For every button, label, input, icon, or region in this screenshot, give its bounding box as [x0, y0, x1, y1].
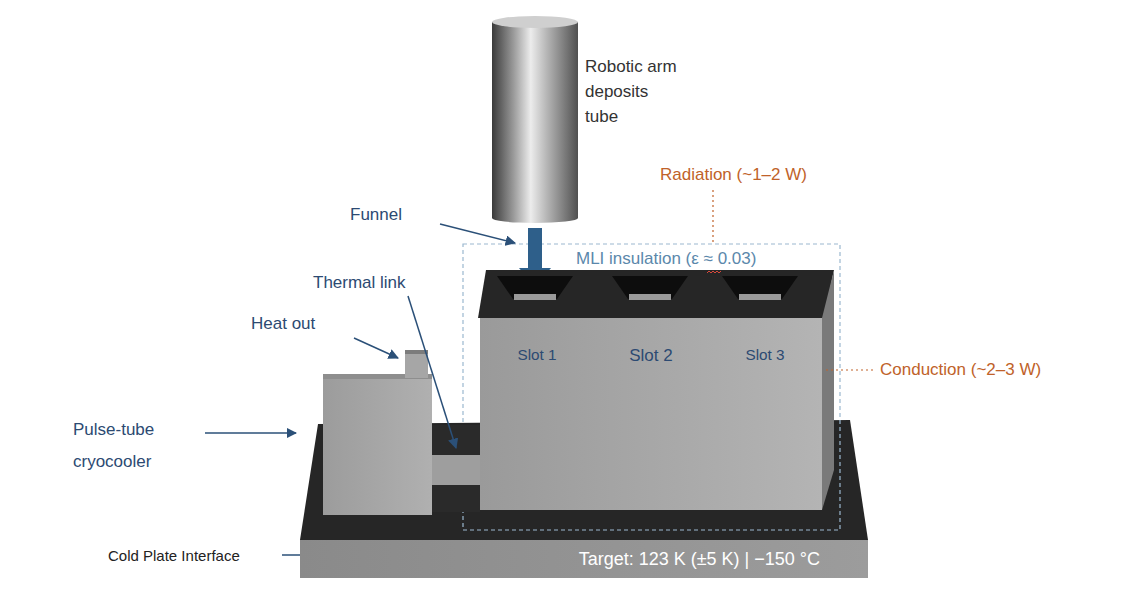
target-label: Target: 123 K (±5 K) | −150 °C	[579, 549, 820, 570]
slot-label: Slot 3	[708, 346, 822, 364]
conduction-leader	[826, 369, 874, 370]
slot-label: Slot 1	[480, 346, 594, 364]
storage-block: Slot 1Slot 2Slot 3	[480, 318, 822, 510]
thermal-link-base	[432, 485, 480, 512]
leader-arrow	[354, 338, 398, 358]
leader-arrow	[440, 224, 515, 243]
radiation-label: Radiation (~1–2 W)	[660, 164, 807, 186]
robotic-arm-bottom	[492, 213, 578, 223]
cryocooler-label: Pulse-tube cryocooler	[73, 414, 183, 478]
thermal-link	[432, 455, 480, 485]
thermal-link-label: Thermal link	[313, 272, 406, 294]
storage-top	[478, 270, 834, 318]
slot-funnel	[497, 276, 573, 299]
funnel-label: Funnel	[350, 204, 402, 226]
squiggle	[707, 271, 721, 273]
slot-funnel	[612, 276, 688, 299]
slot-funnel	[722, 276, 798, 299]
slot-bottom	[629, 294, 671, 300]
robotic-arm-top	[492, 16, 578, 28]
arm-label: Robotic arm deposits tube	[585, 54, 685, 129]
slot-openings	[497, 276, 798, 300]
cold-plate-label: Cold Plate Interface	[108, 546, 240, 566]
conduction-label: Conduction (~2–3 W)	[880, 359, 1041, 381]
heat-out-label: Heat out	[251, 313, 315, 335]
slot-bottom	[514, 294, 556, 300]
slot-label: Slot 2	[594, 346, 708, 366]
mli-label: MLI insulation (ε ≈ 0.03)	[574, 248, 758, 270]
radiation-leader	[712, 190, 713, 242]
cold-plate: Target: 123 K (±5 K) | −150 °C	[300, 540, 868, 578]
leader-arrow	[205, 432, 296, 434]
storage-side	[822, 270, 834, 510]
thermal-link-top	[432, 425, 480, 455]
heat-out-chimney	[405, 352, 428, 378]
robotic-arm-tube	[492, 22, 578, 218]
mli-envelope	[463, 244, 840, 530]
leader-arrow	[408, 296, 456, 448]
cryocooler-body	[323, 378, 432, 515]
slot-bottom	[739, 294, 781, 300]
